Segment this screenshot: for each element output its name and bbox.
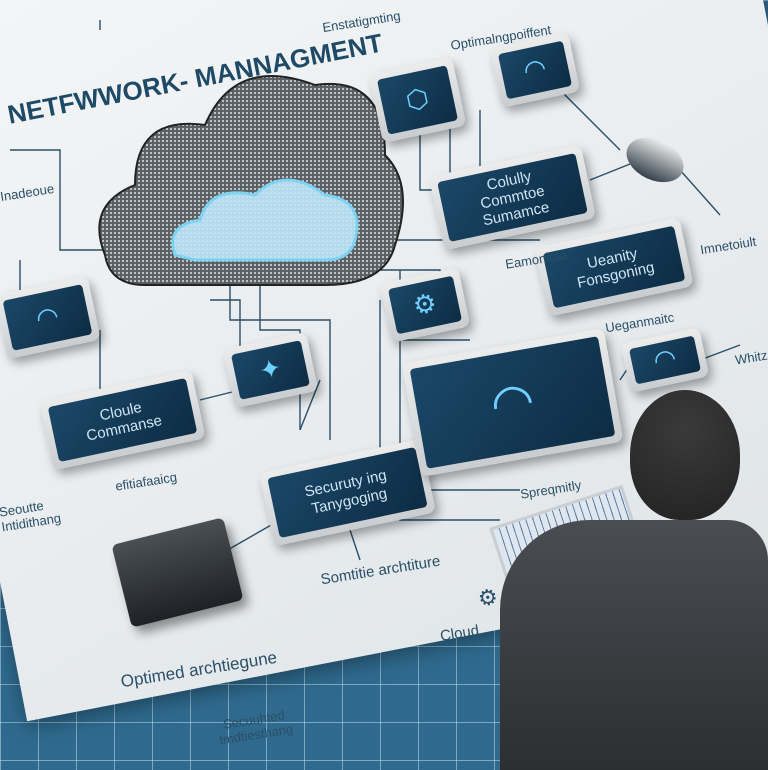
wifi-icon: ◠ [520, 52, 550, 87]
cloud-icon [98, 75, 404, 286]
gear-icon: ⚙ [410, 286, 440, 322]
gear-icon: ⚙ [476, 583, 500, 612]
network-icon: ✦ [256, 352, 285, 387]
wifi-icon: ◠ [650, 342, 680, 377]
person-illustration [500, 390, 768, 770]
wifi-icon: ◠ [33, 299, 62, 334]
shield-icon: ⬡ [403, 82, 432, 117]
